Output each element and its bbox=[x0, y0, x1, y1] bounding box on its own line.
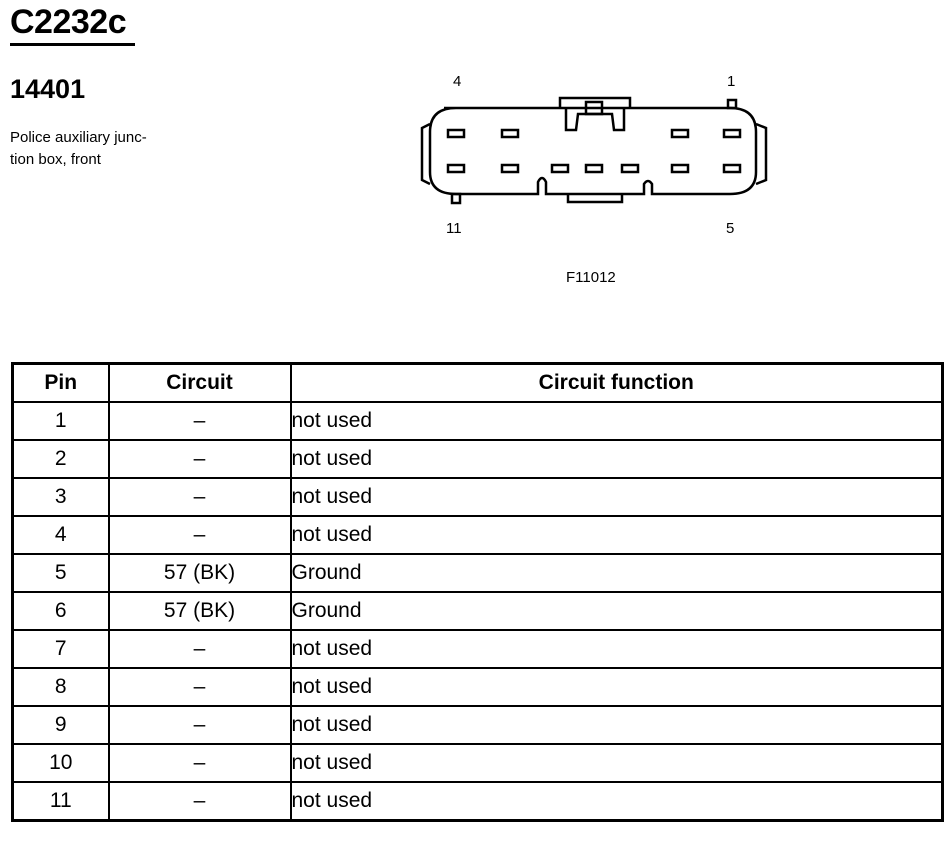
cell-pin: 1 bbox=[11, 401, 110, 441]
figure-id: F11012 bbox=[566, 269, 616, 286]
table-row: 9 – not used bbox=[11, 705, 944, 745]
cell-pin: 8 bbox=[11, 667, 110, 707]
connector-body-outline bbox=[428, 106, 758, 196]
cell-function: Ground bbox=[289, 591, 944, 631]
cell-circuit: – bbox=[107, 515, 292, 555]
cell-pin: 5 bbox=[11, 553, 110, 593]
bottom-keyway bbox=[566, 194, 624, 204]
connector-description: Police auxiliary junc- tion box, front bbox=[10, 127, 200, 171]
header-circuit-function: Circuit function bbox=[289, 362, 944, 403]
pin-label-top-left: 4 bbox=[453, 73, 461, 90]
pin-cavity-11 bbox=[446, 163, 466, 174]
right-side-rib bbox=[755, 122, 768, 186]
cell-pin: 7 bbox=[11, 629, 110, 669]
pin-cavity-2 bbox=[670, 128, 690, 139]
table-row: 6 57 (BK) Ground bbox=[11, 591, 944, 631]
pin-cavity-1 bbox=[722, 128, 742, 139]
cell-function: not used bbox=[289, 629, 944, 669]
pin-1-indicator bbox=[726, 98, 738, 110]
cell-function: not used bbox=[289, 743, 944, 783]
table-header-row: Pin Circuit Circuit function bbox=[11, 362, 944, 403]
cell-function: not used bbox=[289, 515, 944, 555]
cell-pin: 4 bbox=[11, 515, 110, 555]
cell-function: not used bbox=[289, 667, 944, 707]
cell-circuit: – bbox=[107, 781, 292, 822]
cell-circuit: – bbox=[107, 743, 292, 783]
pin-cavity-4 bbox=[446, 128, 466, 139]
cell-function: not used bbox=[289, 705, 944, 745]
cell-circuit: – bbox=[107, 705, 292, 745]
header-pin: Pin bbox=[11, 362, 110, 403]
cell-pin: 9 bbox=[11, 705, 110, 745]
cell-circuit: – bbox=[107, 629, 292, 669]
cell-circuit: – bbox=[107, 667, 292, 707]
cell-pin: 11 bbox=[11, 781, 110, 822]
cell-function: not used bbox=[289, 401, 944, 441]
description-line-2: tion box, front bbox=[10, 151, 101, 168]
cell-circuit: – bbox=[107, 439, 292, 479]
table-row: 3 – not used bbox=[11, 477, 944, 517]
pin-cavity-7 bbox=[620, 163, 640, 174]
connector-id: C2232c bbox=[10, 3, 127, 41]
table-row: 4 – not used bbox=[11, 515, 944, 555]
cell-pin: 10 bbox=[11, 743, 110, 783]
table-row: 11 – not used bbox=[11, 781, 944, 822]
connector-face-diagram: 4 1 11 5 F11012 bbox=[420, 73, 768, 286]
top-latch bbox=[558, 96, 632, 108]
cell-pin: 6 bbox=[11, 591, 110, 631]
table-row: 8 – not used bbox=[11, 667, 944, 707]
pin-label-bottom-right: 5 bbox=[726, 220, 734, 237]
pin-label-top-right: 1 bbox=[727, 73, 735, 90]
pin-cavity-6 bbox=[670, 163, 690, 174]
cell-circuit: 57 (BK) bbox=[107, 591, 292, 631]
pin-cavity-3 bbox=[500, 128, 520, 139]
pin-table: Pin Circuit Circuit function 1 – not use… bbox=[11, 362, 944, 822]
cell-function: not used bbox=[289, 439, 944, 479]
pin-label-bottom-left: 11 bbox=[446, 220, 462, 237]
pin-cavity-9 bbox=[550, 163, 570, 174]
header-circuit: Circuit bbox=[107, 362, 292, 403]
part-number: 14401 bbox=[10, 74, 86, 104]
left-side-rib bbox=[420, 122, 431, 186]
top-latch-tab bbox=[584, 100, 604, 116]
cell-circuit: – bbox=[107, 477, 292, 517]
pin-11-indicator bbox=[450, 192, 462, 205]
table-row: 10 – not used bbox=[11, 743, 944, 783]
top-latch-inner bbox=[564, 108, 626, 132]
cell-pin: 3 bbox=[11, 477, 110, 517]
cell-circuit: 57 (BK) bbox=[107, 553, 292, 593]
description-line-1: Police auxiliary junc- bbox=[10, 129, 147, 146]
cell-function: not used bbox=[289, 781, 944, 822]
cell-function: not used bbox=[289, 477, 944, 517]
cell-pin: 2 bbox=[11, 439, 110, 479]
pin-cavity-10 bbox=[500, 163, 520, 174]
table-row: 7 – not used bbox=[11, 629, 944, 669]
table-row: 2 – not used bbox=[11, 439, 944, 479]
pin-cavity-8 bbox=[584, 163, 604, 174]
cell-circuit: – bbox=[107, 401, 292, 441]
table-row: 1 – not used bbox=[11, 401, 944, 441]
table-row: 5 57 (BK) Ground bbox=[11, 553, 944, 593]
cell-function: Ground bbox=[289, 553, 944, 593]
title-underline bbox=[10, 43, 135, 46]
pin-cavity-5 bbox=[722, 163, 742, 174]
